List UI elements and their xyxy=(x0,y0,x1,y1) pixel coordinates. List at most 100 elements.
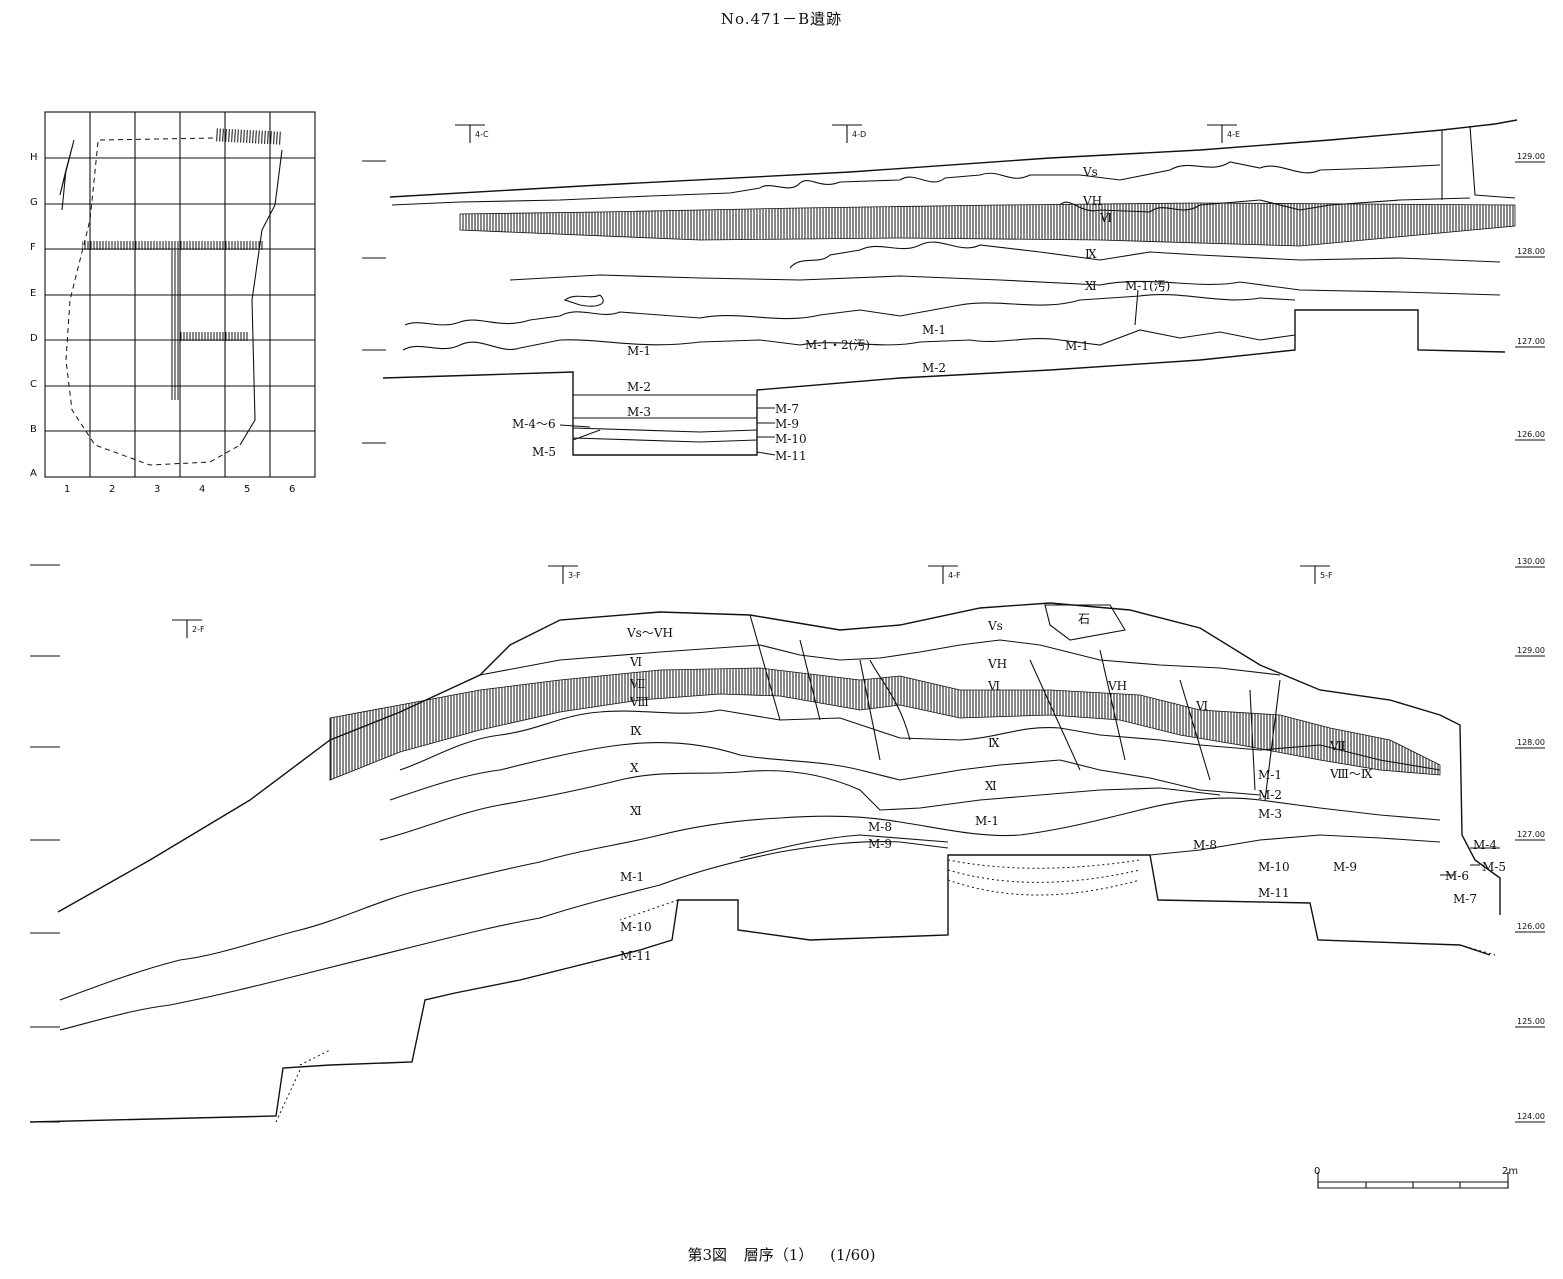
upper-label-ix: Ⅸ xyxy=(1085,247,1097,261)
lower-label-m10-a: M-10 xyxy=(620,920,652,934)
upper-label-m5: M-5 xyxy=(532,445,556,459)
upper-elev-129: 129.00 xyxy=(1517,152,1545,161)
north-arrow-icon xyxy=(59,139,75,211)
upper-elev-127: 127.00 xyxy=(1517,337,1545,346)
lower-layer-vs-vh xyxy=(479,639,1281,676)
lower-label-vii-r: Ⅶ xyxy=(1329,739,1346,753)
page-title: No.471－B遺跡 xyxy=(720,10,843,28)
lower-layer-m8 xyxy=(739,834,1441,859)
upper-layer-ix xyxy=(789,241,1501,269)
lower-label-vs-vh: Vs～VH xyxy=(626,626,673,640)
lower-label-xi-a: Ⅺ xyxy=(630,804,642,818)
upper-marker-4c-icon xyxy=(455,124,485,143)
figure-caption: 第3図 層序（1） (1/60) xyxy=(0,1244,1563,1265)
lower-label-m8-a: M-8 xyxy=(868,820,892,834)
lower-marker-3f: 3-F xyxy=(568,571,581,580)
site-boundary-dashed xyxy=(65,137,241,466)
upper-label-vs: Vs xyxy=(1082,165,1098,179)
lower-stone-outline xyxy=(1044,604,1126,641)
lower-label-vh-b: VH xyxy=(1107,679,1127,693)
scale-bar-ticks xyxy=(1317,1172,1509,1188)
lower-label-m9-b: M-9 xyxy=(1333,860,1357,874)
lower-layer-xi xyxy=(379,770,1221,841)
upper-label-m1-stain: M-1(汚) xyxy=(1125,279,1170,293)
lower-marker-4f-icon xyxy=(928,565,958,584)
lower-label-viii-ix: Ⅷ～Ⅸ xyxy=(1329,767,1373,781)
lower-label-m10-b: M-10 xyxy=(1258,860,1290,874)
col-label-1: 1 xyxy=(64,484,70,495)
upper-label-m3: M-3 xyxy=(627,405,651,419)
upper-label-m4-6: M-4～6 xyxy=(512,417,556,431)
upper-label-vi: Ⅵ xyxy=(1099,211,1112,225)
col-label-4: 4 xyxy=(199,484,205,495)
row-label-h: H xyxy=(30,152,38,163)
lower-label-ix-b: Ⅸ xyxy=(988,736,1000,750)
lower-layer-m9 xyxy=(59,841,949,1031)
lower-leader-lines xyxy=(1440,847,1500,876)
figure-number: 第3図 xyxy=(687,1246,728,1264)
upper-label-m1-b: M-1 xyxy=(627,344,651,358)
lower-elev-126: 126.00 xyxy=(1517,922,1545,931)
upper-layer-vii-band xyxy=(459,202,1516,247)
upper-label-m9: M-9 xyxy=(775,417,799,431)
lower-label-m11-b: M-11 xyxy=(1258,886,1290,900)
row-label-g: G xyxy=(30,197,38,208)
upper-marker-4d-icon xyxy=(832,124,862,143)
col-label-2: 2 xyxy=(109,484,115,495)
lower-marker-5f: 5-F xyxy=(1320,571,1333,580)
row-label-f: F xyxy=(30,242,36,253)
upper-marker-4e: 4-E xyxy=(1227,130,1240,139)
upper-elev-128: 128.00 xyxy=(1517,247,1545,256)
lower-label-ix-a: Ⅸ xyxy=(630,724,642,738)
lower-label-m5: M-5 xyxy=(1482,860,1506,874)
lower-label-m11-a: M-11 xyxy=(620,949,652,963)
col-label-3: 3 xyxy=(154,484,160,495)
lower-elev-130: 130.00 xyxy=(1517,557,1545,566)
lower-dotted-contacts xyxy=(275,859,1496,1123)
lower-label-m9-a: M-9 xyxy=(868,837,892,851)
lower-label-vs: Vs xyxy=(987,619,1003,633)
upper-layer-vh-vi xyxy=(1059,197,1471,213)
lower-label-m2: M-2 xyxy=(1258,788,1282,802)
lower-elev-124: 124.00 xyxy=(1517,1112,1545,1121)
upper-layer-vs-vh xyxy=(391,161,1441,206)
row-label-a: A xyxy=(30,468,37,479)
lower-label-viii: Ⅷ xyxy=(629,695,649,709)
upper-label-m7: M-7 xyxy=(775,402,799,416)
scale-bar-start: 0 xyxy=(1314,1166,1320,1177)
lower-marker-2f: 2-F xyxy=(192,625,205,634)
lower-label-m7: M-7 xyxy=(1453,892,1477,906)
col-label-6: 6 xyxy=(289,484,295,495)
lower-layer-m1-base xyxy=(59,797,1441,1001)
upper-marker-4c: 4-C xyxy=(475,130,489,139)
lower-label-vi-b: Ⅵ xyxy=(987,679,1000,693)
upper-label-m2-b: M-2 xyxy=(627,380,651,394)
lower-marker-2f-icon xyxy=(172,619,202,638)
lower-label-m4: M-4 xyxy=(1473,838,1497,852)
trench-d xyxy=(171,332,249,341)
upper-marker-4e-icon xyxy=(1207,124,1237,143)
upper-right-block xyxy=(1441,125,1516,200)
lower-label-m1-a: M-1 xyxy=(620,870,644,884)
lower-marker-3f-icon xyxy=(548,565,578,584)
upper-section: 4-C 4-D 4-E 129.00 128.00 127.00 126.00 xyxy=(362,119,1545,463)
upper-leader-lines xyxy=(559,289,1139,456)
figure-scale: (1/60) xyxy=(830,1246,876,1264)
upper-layer-m1-top xyxy=(404,294,1296,326)
upper-label-m10: M-10 xyxy=(775,432,807,446)
lower-label-vi-a: Ⅵ xyxy=(629,655,642,669)
upper-label-m1-c: M-1 xyxy=(1065,339,1089,353)
lower-label-m1-b: M-1 xyxy=(975,814,999,828)
row-label-e: E xyxy=(30,288,36,299)
upper-label-m11: M-11 xyxy=(775,449,807,463)
lower-label-m6: M-6 xyxy=(1445,869,1469,883)
lower-label-vh-a: VH xyxy=(987,657,1007,671)
lower-label-m8-b: M-8 xyxy=(1193,838,1217,852)
upper-left-ticks xyxy=(362,160,386,444)
upper-label-m1-a: M-1 xyxy=(922,323,946,337)
figure-title: 層序（1） xyxy=(743,1246,814,1264)
upper-label-vh: VH xyxy=(1082,194,1102,208)
lower-layer-viii-ix xyxy=(399,709,1441,771)
lower-label-xi-b: Ⅺ xyxy=(985,779,997,793)
